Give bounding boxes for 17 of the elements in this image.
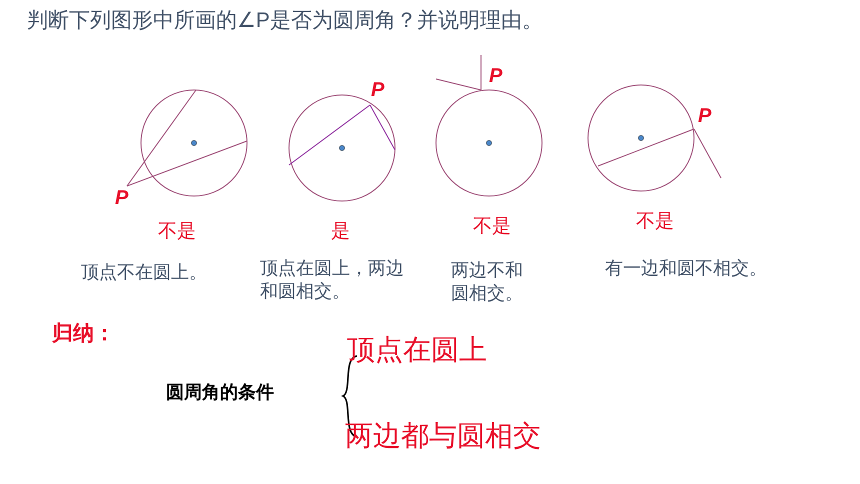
point-label: P bbox=[698, 104, 712, 129]
reason-text: 顶点不在圆上。 bbox=[81, 261, 207, 284]
answer-text: 是 bbox=[331, 220, 350, 244]
answer-text: 不是 bbox=[158, 220, 196, 244]
condition-text: 两边都与圆相交 bbox=[345, 419, 541, 453]
question-title: 判断下列图形中所画的∠P是否为圆周角？并说明理由。 bbox=[27, 8, 543, 34]
reason-text: 顶点在圆上，两边和圆相交。 bbox=[260, 257, 405, 302]
answer-text: 不是 bbox=[636, 210, 674, 234]
reason-text: 两边不和圆相交。 bbox=[451, 259, 524, 304]
condition-text: 顶点在圆上 bbox=[347, 333, 487, 367]
condition-heading: 圆周角的条件 bbox=[166, 381, 274, 404]
summary-heading: 归纳： bbox=[52, 321, 115, 347]
answer-text: 不是 bbox=[473, 215, 511, 239]
point-label: P bbox=[489, 64, 502, 89]
reason-text: 有一边和圆不相交。 bbox=[605, 257, 767, 280]
point-label: P bbox=[371, 78, 384, 103]
point-label: P bbox=[115, 186, 128, 211]
